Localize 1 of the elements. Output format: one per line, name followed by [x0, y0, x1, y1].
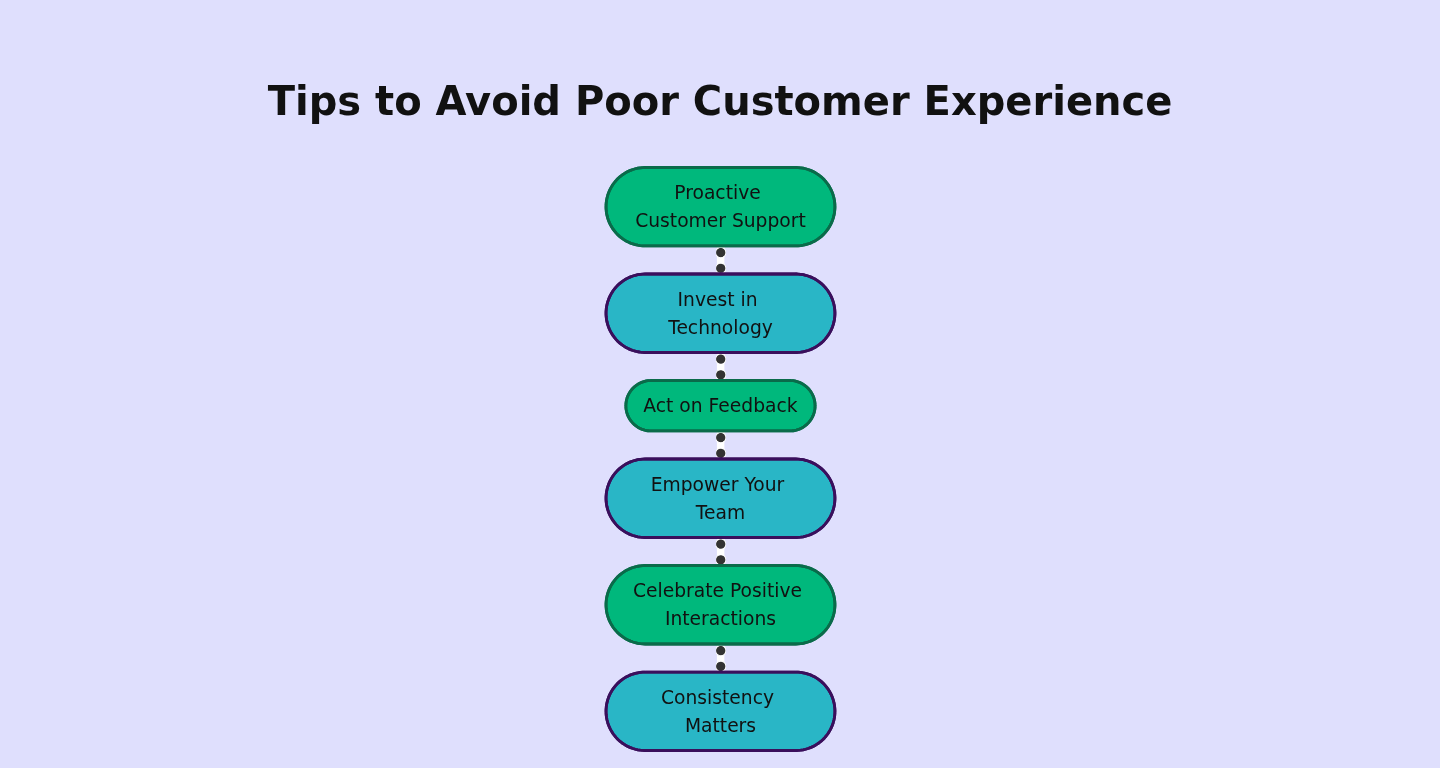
title: Tips to Avoid Poor Customer Experience [266, 78, 1174, 124]
